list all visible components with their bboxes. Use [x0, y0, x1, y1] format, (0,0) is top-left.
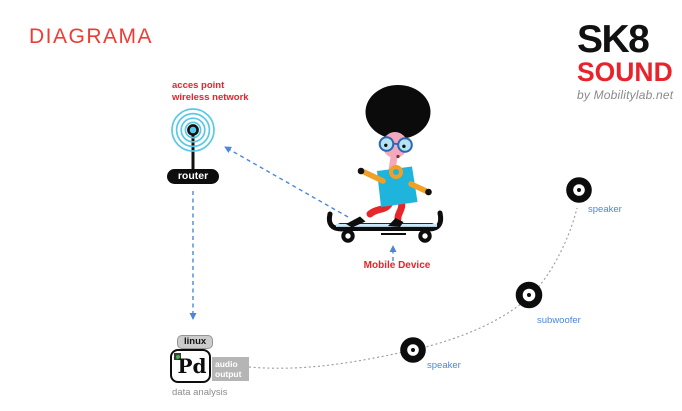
brand-byline: by Mobilitylab.net: [577, 88, 674, 103]
device-to-accesspoint-arrow: [224, 146, 349, 218]
skater-right-hand: [425, 188, 432, 196]
skateboard-front-wheel: [341, 229, 355, 243]
skater-shirt: [377, 166, 418, 207]
access-point-icon: [171, 108, 215, 172]
brand-product: SOUND: [577, 56, 673, 87]
page-title: DIAGRAMA: [29, 25, 154, 48]
skateboard-back-wheel: [418, 229, 432, 243]
skateboard: [326, 210, 444, 243]
speaker-icon-bottom: [400, 337, 426, 363]
subwoofer-icon: [515, 281, 543, 309]
skater-right-arm: [408, 181, 429, 194]
speaker-bottom-label: speaker: [427, 360, 461, 371]
access-point-label: acces point wireless network: [172, 80, 249, 104]
skater-mouth: [396, 154, 400, 159]
subwoofer-label: subwoofer: [537, 315, 581, 326]
audio-output-line2: output: [215, 369, 242, 380]
pd-app-box: Pd: [170, 349, 211, 383]
pd-led-icon: [174, 353, 181, 360]
access-point-label-line1: acces point: [172, 80, 225, 91]
brand-name: SK8: [577, 18, 650, 61]
skater-left-hand: [357, 167, 365, 175]
pd-logo-text: Pd: [177, 354, 207, 378]
speaker-top-label: speaker: [588, 204, 622, 215]
data-analysis-caption: data analysis: [172, 387, 228, 398]
audio-signal-path: [248, 207, 578, 369]
router-badge: router: [167, 169, 219, 184]
skater-afro: [365, 85, 431, 139]
access-point-label-line2: wireless network: [172, 91, 249, 103]
skater-back-shoe: [388, 218, 404, 227]
skater-collar: [389, 165, 403, 179]
linux-tag: linux: [177, 335, 214, 349]
skater-glasses: [378, 136, 413, 153]
skater-character: [357, 85, 432, 223]
skater-left-arm: [361, 169, 386, 184]
audio-output-line1: audio: [215, 359, 238, 369]
mobile-device-label: Mobile Device: [363, 260, 431, 271]
speaker-icon-top: [566, 177, 592, 203]
brand-logo: SK8 SOUND by Mobilitylab.net: [577, 18, 674, 103]
audio-output-box: audio output: [212, 357, 249, 382]
skater-front-shoe: [346, 216, 366, 228]
